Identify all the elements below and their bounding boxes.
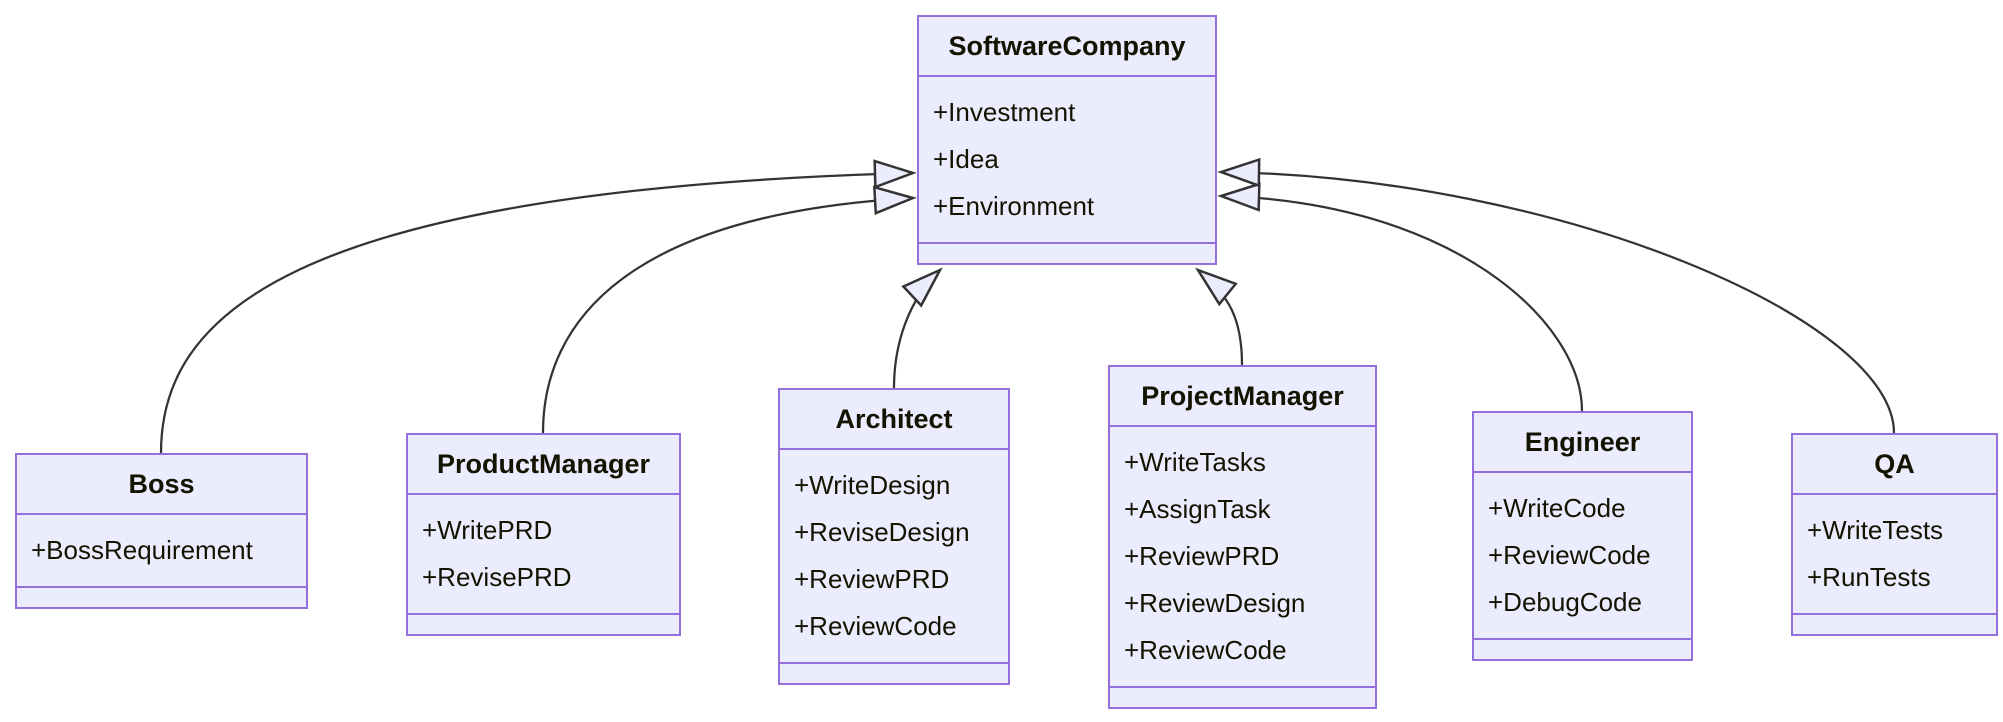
class-member: +WriteDesign [794, 470, 951, 500]
class-box-boss: Boss +BossRequirement [15, 453, 308, 609]
class-attributes: +Investment +Idea +Environment [919, 75, 1215, 242]
class-member: +ReviewDesign [1124, 588, 1306, 618]
class-member: +ReviewCode [1488, 540, 1651, 570]
class-title: Architect [835, 404, 953, 434]
class-attributes: +WriteTasks +AssignTask +ReviewPRD +ReviewD… [1110, 425, 1375, 686]
class-member: +Idea [933, 144, 999, 174]
class-member: +ReviewPRD [1124, 541, 1280, 571]
class-attributes: +WriteCode +ReviewCode +DebugCode [1474, 471, 1691, 638]
class-methods-empty [408, 613, 679, 634]
class-member: +RevisePRD [422, 562, 572, 592]
class-methods-empty [780, 662, 1008, 683]
class-title: SoftwareCompany [948, 31, 1186, 61]
class-methods-empty [1793, 613, 1996, 634]
class-box-softwarecompany: SoftwareCompany +Investment +Idea +Environ… [917, 15, 1217, 265]
class-member: +Environment [933, 191, 1095, 221]
class-member: +DebugCode [1488, 587, 1642, 617]
edge-engineer-inheritance [1217, 182, 1584, 412]
class-box-productmanager: ProductManager +WritePRD +RevisePRD [406, 433, 681, 636]
class-title: Engineer [1524, 427, 1641, 457]
edge-architect-inheritance [892, 267, 943, 389]
edge-projectmanager-inheritance [1195, 267, 1244, 366]
class-member: +AssignTask [1124, 494, 1271, 524]
class-title: QA [1874, 449, 1915, 479]
class-title: Boss [128, 469, 195, 499]
class-box-qa: QA +WriteTests +RunTests [1791, 433, 1998, 636]
class-methods-empty [17, 586, 306, 607]
class-member: +ReviewCode [794, 611, 957, 641]
class-title: ProductManager [436, 449, 651, 479]
class-member: +ReviseDesign [794, 517, 970, 547]
class-box-projectmanager: ProjectManager +WriteTasks +AssignTask +Re… [1108, 365, 1377, 709]
class-attributes: +WriteTests +RunTests [1793, 493, 1996, 613]
class-member: +ReviewCode [1124, 635, 1287, 665]
class-attributes: +BossRequirement [17, 513, 306, 586]
class-member: +BossRequirement [31, 535, 253, 565]
class-methods-empty [919, 242, 1215, 263]
class-box-architect: Architect +WriteDesign +ReviseDesign +Revi… [778, 388, 1010, 685]
edge-productmanager-inheritance [541, 185, 917, 434]
class-attributes: +WritePRD +RevisePRD [408, 493, 679, 613]
class-title: ProjectManager [1141, 381, 1344, 411]
class-box-engineer: Engineer +WriteCode +ReviewCode +DebugCode [1472, 411, 1693, 661]
class-member: +WriteTasks [1124, 447, 1266, 477]
class-member: +WriteCode [1488, 493, 1626, 523]
class-member: +WriteTests [1807, 515, 1944, 545]
class-methods-empty [1474, 638, 1691, 659]
class-attributes: +WriteDesign +ReviseDesign +ReviewPRD +Revi… [780, 448, 1008, 662]
class-methods-empty [1110, 686, 1375, 707]
class-member: +RunTests [1807, 562, 1931, 592]
class-member: +Investment [933, 97, 1076, 127]
edge-qa-inheritance [1217, 157, 1896, 434]
class-member: +ReviewPRD [794, 564, 950, 594]
edge-boss-inheritance [159, 159, 917, 454]
class-member: +WritePRD [422, 515, 553, 545]
